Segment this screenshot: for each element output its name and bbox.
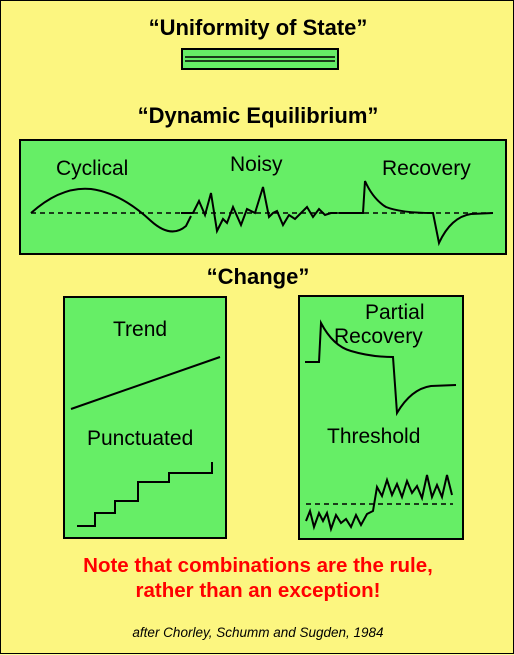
- partial-label: Partial: [365, 301, 425, 324]
- note-line-1: Note that combinations are the rule,: [83, 554, 433, 577]
- recovery-label: Recovery: [382, 157, 471, 180]
- dynamic-heading: “Dynamic Equilibrium”: [137, 103, 379, 128]
- recovery-curve: [339, 180, 494, 247]
- change-heading: “Change”: [206, 264, 310, 289]
- credit-text: after Chorley, Schumm and Sugden, 1984: [132, 625, 384, 640]
- noisy-curve: [181, 186, 337, 235]
- punctuated-label: Punctuated: [87, 427, 194, 450]
- trend-line: [70, 356, 221, 410]
- partial-recovery-curve: [305, 319, 457, 417]
- uniformity-panel: [181, 48, 339, 70]
- threshold-label: Threshold: [327, 425, 421, 448]
- change-left-panel: [63, 296, 227, 539]
- cyclical-label: Cyclical: [56, 157, 129, 180]
- partial-recovery-label: Recovery: [334, 325, 423, 348]
- cyclical-curve: [30, 187, 192, 233]
- trend-label: Trend: [113, 318, 168, 341]
- threshold-curve: [305, 474, 453, 533]
- note-line-2: rather than an exception!: [135, 579, 381, 602]
- uniformity-heading: “Uniformity of State”: [148, 15, 368, 40]
- change-right-panel: [298, 295, 464, 540]
- noisy-label: Noisy: [230, 153, 283, 176]
- dynamic-panel: [19, 139, 507, 255]
- punctuated-steps: [77, 462, 213, 527]
